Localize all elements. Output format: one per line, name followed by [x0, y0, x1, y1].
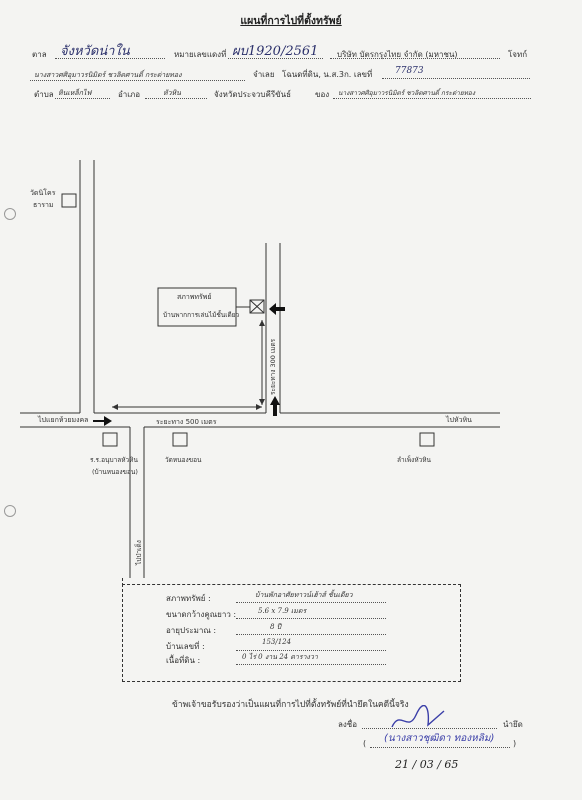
factory-label: ลำเพ็งหัวหิน: [397, 456, 431, 464]
road-right-label: ไปหัวหิน: [446, 416, 472, 424]
temple-box-1: [61, 193, 77, 208]
arrow-right-main: [93, 416, 112, 426]
owner-name: นางสาวศศิอุมาวรนิมิตร์ ชวลิตศานดิ์ กระต่…: [338, 89, 476, 97]
signature-date: 21 / 03 / 65: [395, 758, 459, 771]
doc-no-label: หมายเลขแดงที่: [174, 50, 227, 59]
seizer-label: นำยึด: [503, 720, 523, 729]
age-underline: [236, 634, 386, 635]
school-label-1: ร.ร.อนุบาลหัวหิน: [90, 456, 138, 464]
signature-scribble: [391, 705, 445, 728]
house-no-underline: [236, 650, 386, 651]
temple-label-3: วัดหนองขอน: [165, 456, 202, 464]
province-handwritten: จังหวัดน่าใน: [60, 44, 130, 59]
details-box-corner: [122, 578, 143, 586]
page-title: แผนที่การไปที่ตั้งทรัพย์: [240, 15, 342, 27]
doc-no-value: ผบ1920/2561: [232, 44, 319, 59]
size-value: 5.6 x 7.9 เมตร: [258, 607, 307, 615]
defendant-underline: [30, 80, 245, 81]
tambon-value: หินเหล็กไฟ: [58, 89, 92, 97]
punch-hole-bottom: [4, 505, 16, 517]
amphoe-value: หัวหิน: [163, 89, 181, 97]
defendant-name: นางสาวศศิอุมาวรนิมิตร์ ชวลิตศานดิ์ กระต่…: [34, 71, 182, 79]
owner-underline: [333, 98, 531, 99]
province-label: จังหวัดประจวบคีรีขันธ์: [214, 90, 291, 99]
prefix-label: ตาล: [32, 50, 47, 59]
title-deed-underline: [382, 78, 530, 79]
company-name: บริษัท บัตรกรุงไทย จำกัด (มหาชน): [337, 50, 458, 59]
amphoe-label: อำเภอ: [118, 90, 141, 99]
company-underline: [330, 58, 500, 59]
owner-label: ของ: [315, 90, 330, 99]
road-vertical-label: ไปป่าเด็ง: [135, 540, 143, 565]
paren-open: (: [363, 739, 367, 748]
signer-name: (นางสาวชุฒิดา ทองหลิม): [384, 733, 495, 744]
title-deed-label: โฉนดที่ดิน, น.ส.3ก. เลขที่: [282, 70, 373, 79]
title-deed-no: 77873: [395, 66, 424, 76]
condition-underline: [236, 602, 386, 603]
factory-box: [419, 432, 435, 447]
age-value: 8 ปี: [270, 623, 282, 631]
punch-hole-top: [4, 208, 16, 220]
arrowhead-v-top: [259, 320, 265, 326]
road-left-label: ไปแยกห้วยมงคล: [38, 416, 89, 424]
school-label-2: (บ้านหนองขอน): [92, 468, 138, 476]
signer-underline: [370, 747, 510, 748]
sign-label: ลงชื่อ: [338, 720, 358, 729]
size-underline: [236, 618, 386, 619]
arrowhead-h-left: [112, 404, 118, 410]
land-area-value: 0 ไร่ 0 งาน 24 ตารางวา: [242, 653, 318, 661]
school-box: [102, 432, 118, 447]
temple-label-1: วัดนิโคร: [30, 189, 56, 197]
age-label: อายุประมาณ :: [166, 626, 217, 635]
asset-box-line2: บ้านพากการเล่นไม้ชั้นเดียว: [163, 311, 240, 319]
arrow-up-center: [270, 396, 280, 416]
temple-box-3: [172, 432, 188, 447]
land-area-underline: [236, 664, 386, 665]
arrowhead-v-bottom: [259, 399, 265, 405]
amphoe-underline: [145, 98, 207, 99]
house-no-label: บ้านเลขที่ :: [166, 642, 205, 651]
condition-label: สภาพทรัพย์ :: [166, 594, 211, 603]
province-underline: [55, 58, 165, 59]
condition-value: บ้านพักอาศัยทาวน์เฮ้าส์ ชั้นเดียว: [255, 591, 353, 599]
certification-text: ข้าพเจ้าขอรับรองว่าเป็นแผนที่การไปที่ตั้…: [172, 700, 409, 710]
distance-horizontal-label: ระยะทาง 500 เมตร: [156, 418, 217, 426]
doc-no-underline: [228, 58, 323, 59]
house-no-value: 153/124: [262, 638, 292, 646]
temple-label-2: ธาราม: [33, 201, 54, 209]
arrowhead-h-right: [256, 404, 262, 410]
paren-close: ): [513, 739, 517, 748]
tambon-underline: [55, 98, 110, 99]
distance-vertical-label: ระยะทาง 300 เมตร: [269, 338, 277, 395]
land-area-label: เนื้อที่ดิน :: [166, 656, 201, 665]
house-x-2: [249, 299, 265, 314]
signature-line: [362, 728, 497, 729]
arrow-left-house: [269, 303, 285, 315]
plaintiff-label: โจทก์: [508, 50, 528, 59]
defendant-label: จำเลย: [253, 70, 275, 79]
tambon-label: ตำบล: [34, 90, 54, 99]
asset-details-box: [122, 584, 461, 682]
size-label: ขนาดกว้างคูณยาว :: [166, 610, 237, 619]
asset-box-line1: สภาพทรัพย์: [177, 293, 212, 301]
